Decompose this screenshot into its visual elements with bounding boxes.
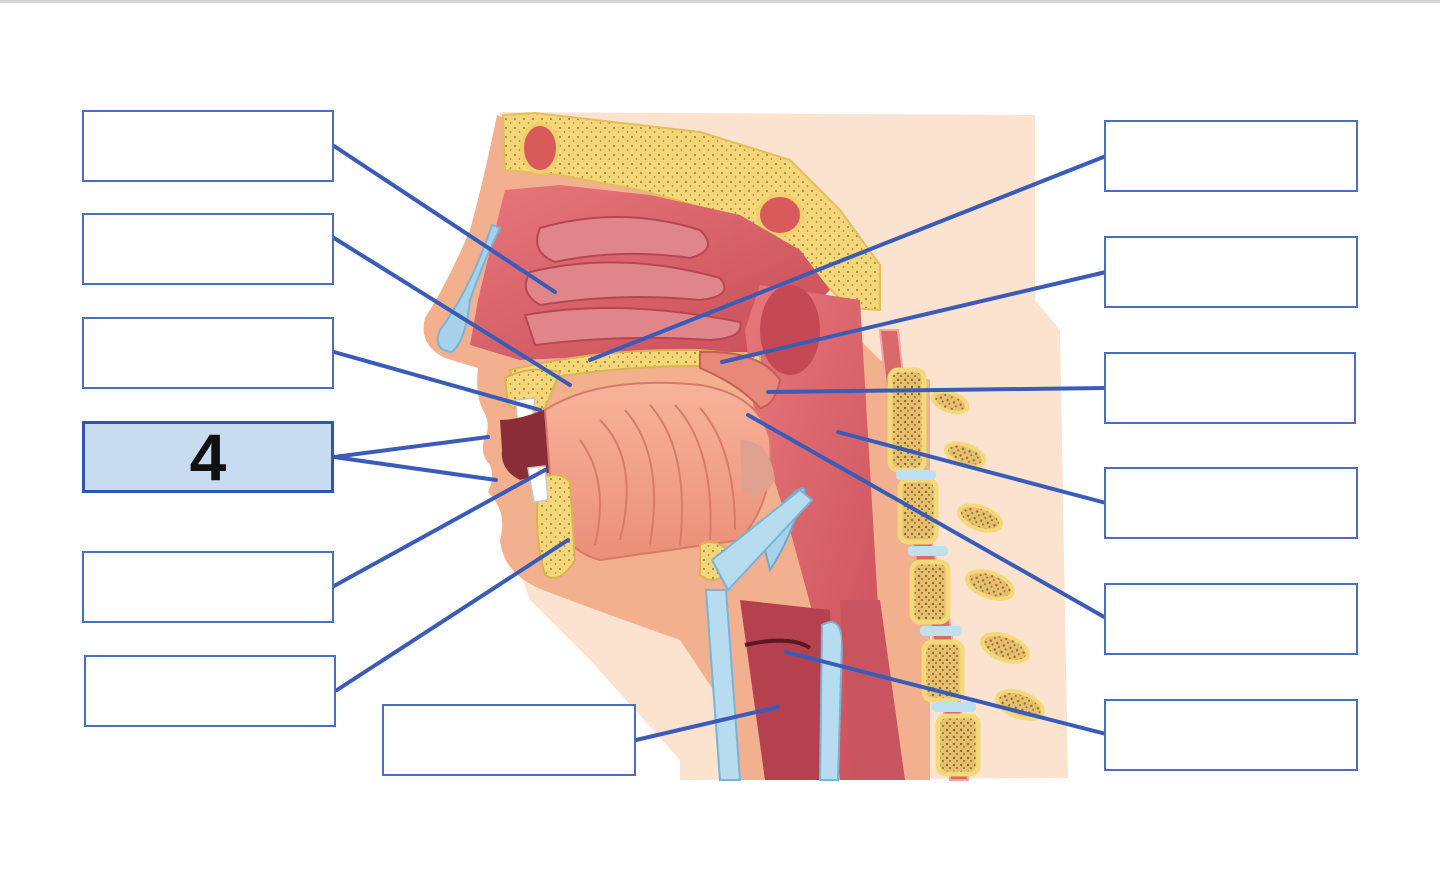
skull-bone (501, 111, 881, 312)
label-box-right-6[interactable] (1104, 699, 1358, 771)
leader-l4a (332, 435, 490, 459)
tongue-muscle-fibers (579, 404, 736, 546)
spinous-processes (930, 389, 1045, 721)
label-box-left-1[interactable] (82, 110, 334, 182)
vocal-fold (744, 638, 812, 650)
frontal-sinus (520, 122, 560, 174)
palatine-tonsil (740, 440, 775, 496)
leader-r6 (784, 650, 1108, 736)
leader-b1 (634, 705, 780, 742)
leader-l2 (332, 236, 572, 387)
label-box-bottom-1[interactable] (382, 704, 636, 776)
leader-l5 (332, 468, 547, 588)
sphenoid-sinus (756, 193, 804, 237)
leader-lines (332, 144, 1108, 742)
tongue (543, 381, 772, 562)
larynx (740, 600, 835, 780)
leader-l4b (332, 455, 498, 482)
leader-l3 (332, 350, 542, 412)
label-box-left-4[interactable]: 4 (82, 420, 334, 494)
oral-cavity (500, 408, 560, 480)
vertebrae (887, 367, 981, 777)
label-box-left-6[interactable] (84, 655, 336, 727)
leader-r4 (836, 430, 1108, 505)
adenoid (760, 285, 820, 375)
leader-r1 (588, 154, 1108, 362)
leader-l1 (332, 144, 557, 294)
label-box-right-2[interactable] (1104, 236, 1358, 308)
nasal-cartilage (436, 223, 502, 354)
leader-l6 (335, 538, 570, 692)
label-box-right-1[interactable] (1104, 120, 1358, 192)
intervertebral-discs (896, 470, 976, 712)
arytenoid-cartilage (818, 621, 844, 781)
label-box-right-4[interactable] (1104, 467, 1358, 539)
label-box-left-3[interactable] (82, 317, 334, 389)
trachea-cartilage-front (704, 589, 742, 781)
nasal-conchae (523, 215, 742, 347)
label-box-right-3[interactable] (1104, 352, 1356, 424)
label-box-left-5[interactable] (82, 551, 334, 623)
label-box-left-2[interactable] (82, 213, 334, 285)
top-border (0, 0, 1440, 3)
label-box-right-5[interactable] (1104, 583, 1358, 655)
leader-r2 (720, 270, 1108, 364)
leader-r5 (746, 413, 1108, 620)
esophagus (840, 600, 905, 780)
thyrohyoid-ligament (710, 488, 814, 592)
leader-r3 (766, 386, 1108, 394)
